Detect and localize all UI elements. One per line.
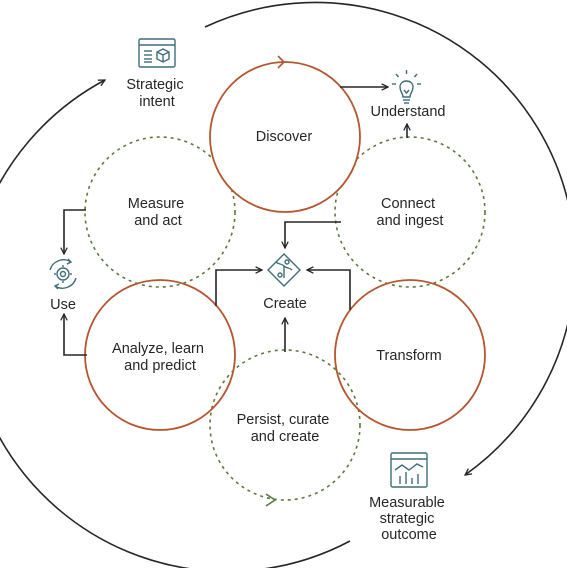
label-measure-and-act: Measure and act <box>128 196 188 229</box>
dashboard-cube-icon <box>138 38 176 68</box>
outer-cycle-arc-left <box>0 79 351 568</box>
label-transform: Transform <box>376 348 442 364</box>
label-measurable-strategic-outcome: Measurable strategic outcome <box>369 495 449 543</box>
puzzle-icon <box>267 253 301 287</box>
label-strategic-intent: Strategic intent <box>126 77 187 110</box>
label-analyze-learn-predict: Analyze, learn and predict <box>112 341 208 374</box>
circle-transform <box>334 279 486 431</box>
outer-cycle-arc-right <box>204 1 567 475</box>
arrow-transform-to-create <box>307 270 351 310</box>
label-use: Use <box>50 297 76 313</box>
arrow-analyze-to-use <box>64 314 87 356</box>
circle-connect-and-ingest <box>334 136 486 288</box>
gear-cycle-icon <box>49 258 77 290</box>
label-discover: Discover <box>256 129 313 145</box>
arrow-measure-to-use <box>64 209 86 254</box>
label-connect-and-ingest: Connect and ingest <box>377 196 444 229</box>
arrow-connect-to-create <box>285 221 341 248</box>
bar-chart-report-icon <box>390 452 428 488</box>
label-understand: Understand <box>371 104 446 120</box>
persist-arrowhead <box>265 493 277 507</box>
discover-arrowhead <box>277 55 286 69</box>
arrow-analyze-to-create <box>215 270 262 306</box>
lightbulb-icon <box>392 70 421 104</box>
circle-measure-and-act <box>84 136 236 288</box>
label-create: Create <box>263 296 307 312</box>
label-persist-curate-create: Persist, curate and create <box>237 412 334 445</box>
